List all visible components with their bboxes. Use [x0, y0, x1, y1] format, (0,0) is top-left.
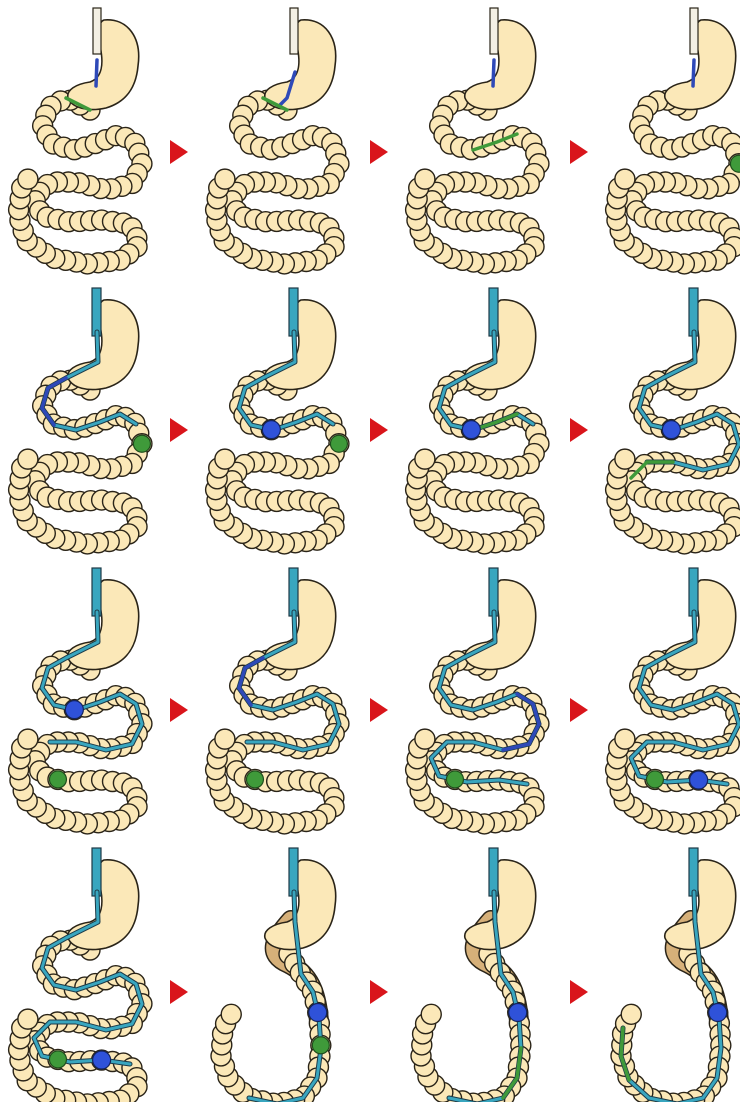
stomach: [465, 300, 536, 390]
intestine-segment: [18, 729, 38, 749]
inner-tube-segment: [96, 60, 97, 86]
stomach: [68, 860, 139, 950]
stomach: [665, 20, 736, 110]
stomach: [265, 300, 336, 390]
blue-balloon: [65, 701, 83, 719]
blue-balloon: [262, 421, 280, 439]
endoscope-tube: [92, 288, 101, 336]
intestine-segment: [615, 449, 635, 469]
green-balloon: [646, 771, 663, 788]
stomach: [68, 580, 139, 670]
green-balloon: [330, 435, 347, 452]
green-balloon: [312, 1037, 329, 1054]
intestine-segment: [615, 169, 635, 189]
endoscope-tube: [689, 848, 698, 896]
endoscope-tube: [689, 288, 698, 336]
blue-balloon: [309, 1004, 327, 1022]
right-triangle-arrow-icon: [170, 140, 188, 164]
blue-balloon: [662, 421, 680, 439]
intestine-segment: [415, 729, 435, 749]
stomach: [68, 300, 139, 390]
endoscope-tube: [690, 8, 698, 54]
intestine-segment: [18, 449, 38, 469]
stomach: [465, 580, 536, 670]
blue-balloon: [690, 771, 708, 789]
panel-15: [411, 848, 536, 1102]
panel-3: [406, 8, 549, 274]
panel-12: [606, 568, 740, 834]
intestine-segment: [221, 1004, 241, 1024]
intestine-segment: [215, 729, 235, 749]
panel-11: [406, 568, 549, 834]
inner-tube-segment: [693, 60, 694, 86]
endoscope-tube: [490, 8, 498, 54]
blue-balloon: [709, 1004, 727, 1022]
blue-balloon: [509, 1004, 527, 1022]
right-triangle-arrow-icon: [170, 418, 188, 442]
stomach: [465, 20, 536, 110]
green-balloon: [446, 771, 463, 788]
stomach: [265, 20, 336, 110]
endoscope-tube: [289, 568, 298, 616]
right-triangle-arrow-icon: [170, 980, 188, 1004]
stomach: [465, 860, 536, 950]
endoscope-tube: [489, 568, 498, 616]
panel-6: [206, 288, 349, 554]
endoscope-tube: [489, 288, 498, 336]
intestine-segment: [621, 1004, 641, 1024]
stomach: [265, 580, 336, 670]
endoscope-tube: [689, 568, 698, 616]
panel-7: [406, 288, 549, 554]
panel-2: [206, 8, 349, 274]
endoscope-tube: [489, 848, 498, 896]
panel-10: [206, 568, 349, 834]
panel-1: [9, 8, 152, 274]
green-balloon: [49, 1051, 66, 1068]
intestine-segment: [615, 729, 635, 749]
green-balloon: [246, 771, 263, 788]
blue-balloon: [93, 1051, 111, 1069]
green-balloon: [49, 771, 66, 788]
stomach: [665, 580, 736, 670]
right-triangle-arrow-icon: [370, 140, 388, 164]
panel-5: [9, 288, 152, 554]
right-triangle-arrow-icon: [370, 698, 388, 722]
right-triangle-arrow-icon: [370, 980, 388, 1004]
right-triangle-arrow-icon: [570, 140, 588, 164]
endoscope-tube: [93, 8, 101, 54]
stomach: [665, 300, 736, 390]
panel-14: [211, 848, 336, 1102]
endoscope-tube: [289, 288, 298, 336]
panel-4: [606, 8, 740, 274]
right-triangle-arrow-icon: [570, 698, 588, 722]
intestine-segment: [415, 169, 435, 189]
endoscope-tube: [92, 568, 101, 616]
blue-balloon: [462, 421, 480, 439]
panel-8: [606, 288, 740, 554]
endoscope-tube: [290, 8, 298, 54]
stomach: [265, 860, 336, 950]
intestine-segment: [18, 1009, 38, 1029]
right-triangle-arrow-icon: [170, 698, 188, 722]
panel-16: [611, 848, 736, 1102]
stomach: [665, 860, 736, 950]
intestine-segment: [421, 1004, 441, 1024]
intestine-segment: [415, 449, 435, 469]
intestine-segment: [18, 169, 38, 189]
panel-13: [9, 848, 152, 1102]
intestine-segment: [215, 449, 235, 469]
green-balloon: [133, 435, 150, 452]
panel-9: [9, 568, 152, 834]
right-triangle-arrow-icon: [370, 418, 388, 442]
right-triangle-arrow-icon: [570, 418, 588, 442]
intestine-segment: [215, 169, 235, 189]
inner-tube-segment: [493, 60, 494, 86]
stomach: [68, 20, 139, 110]
endoscope-tube: [289, 848, 298, 896]
right-triangle-arrow-icon: [570, 980, 588, 1004]
endoscope-tube: [92, 848, 101, 896]
